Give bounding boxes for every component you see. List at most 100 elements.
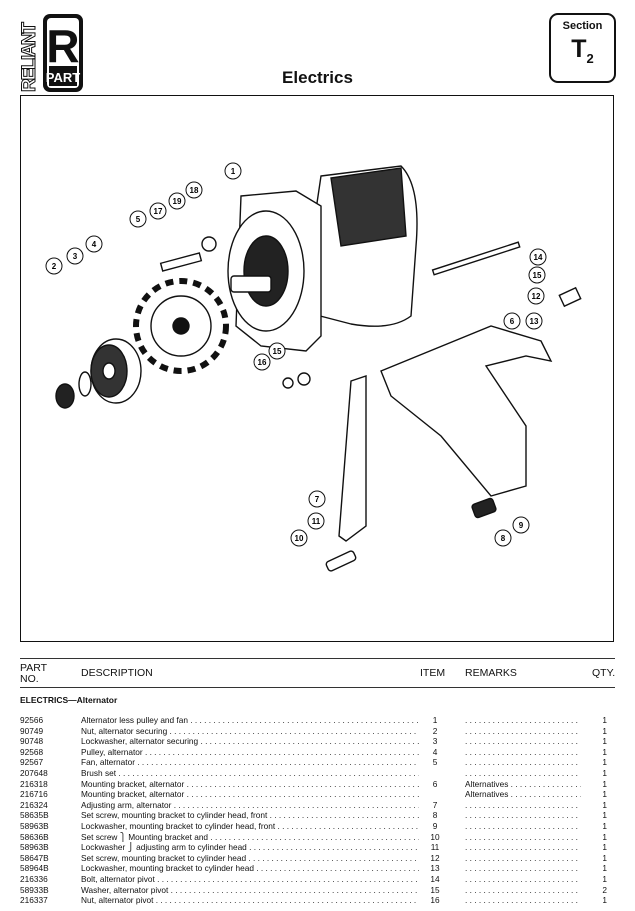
item-number: 1 <box>432 715 438 725</box>
description: Set screw, mounting bracket to cylinder … <box>81 810 419 821</box>
description: Pulley, alternator <box>81 747 419 758</box>
callout-15b: 15 <box>268 342 286 360</box>
remarks: Alternatives <box>465 779 581 790</box>
callout-15: 15 <box>528 266 546 284</box>
svg-text:6: 6 <box>510 317 515 326</box>
quantity: 1 <box>602 736 607 747</box>
part-number: 58647B <box>20 852 49 863</box>
remarks <box>465 821 581 832</box>
callout-9: 9 <box>512 516 530 534</box>
quantity: 1 <box>602 778 607 789</box>
svg-text:14: 14 <box>534 253 543 262</box>
quantity: 2 <box>602 884 607 895</box>
page-title: Electrics <box>282 68 353 87</box>
part-number: 216324 <box>20 799 48 810</box>
quantity: 1 <box>602 725 607 736</box>
part-number: 58635B <box>20 810 49 821</box>
section-badge: Section T2 <box>549 13 616 83</box>
description: Nut, alternator pivot <box>81 895 419 906</box>
quantity: 1 <box>602 842 607 853</box>
part-number: 90749 <box>20 725 44 736</box>
quantity: 1 <box>602 799 607 810</box>
table-row: 58963B Lockwasher ⎭ adjusting arm to cyli… <box>20 842 615 853</box>
part-number: 58636B <box>20 831 49 842</box>
quantity: 1 <box>602 863 607 874</box>
callout-1: 1 <box>224 162 242 180</box>
remarks <box>465 757 581 768</box>
description: Mounting bracket, alternator <box>81 779 419 790</box>
item-number: 8 <box>432 810 438 821</box>
quantity: 1 <box>602 831 607 842</box>
remarks <box>465 863 581 874</box>
item-number: 4 <box>432 746 438 757</box>
svg-text:18: 18 <box>190 186 199 195</box>
remarks <box>465 800 581 811</box>
callout-4: 4 <box>85 235 103 253</box>
item-number: 16 <box>430 895 440 906</box>
reliant-part-logo: RELIANT R PART <box>18 12 86 94</box>
part-number: 58963B <box>20 820 49 831</box>
callout-11: 11 <box>307 512 325 530</box>
header-description: DESCRIPTION <box>81 667 153 679</box>
description: Lockwasher, alternator securing <box>81 736 419 747</box>
svg-text:10: 10 <box>295 534 304 543</box>
item-number: 9 <box>432 820 438 831</box>
quantity: 1 <box>602 820 607 831</box>
quantity: 1 <box>602 810 607 821</box>
svg-text:15: 15 <box>533 271 542 280</box>
header-part-no: PART NO. <box>20 662 47 685</box>
description: Adjusting arm, alternator <box>81 800 419 811</box>
svg-text:RELIANT: RELIANT <box>19 22 40 92</box>
description: Lockwasher ⎭ adjusting arm to cylinder h… <box>81 842 419 853</box>
part-number: 216337 <box>20 895 48 906</box>
quantity: 1 <box>602 895 607 906</box>
part-number: 58964B <box>20 863 49 874</box>
svg-text:7: 7 <box>315 495 320 504</box>
svg-text:9: 9 <box>519 521 524 530</box>
exploded-diagram: 1 2 3 4 5 6 7 8 9 10 11 12 13 14 15 15 1… <box>20 95 614 642</box>
table-row: 58635B Set screw, mounting bracket to cyl… <box>20 810 615 821</box>
group-heading: ELECTRICS—Alternator <box>20 695 118 705</box>
description: Set screw ⎫ Mounting bracket and <box>81 832 419 843</box>
remarks: Alternatives <box>465 789 581 800</box>
item-number: 11 <box>430 842 440 853</box>
callout-10: 10 <box>290 529 308 547</box>
svg-text:8: 8 <box>501 534 506 543</box>
item-number: 2 <box>432 725 438 736</box>
quantity: 1 <box>602 852 607 863</box>
remarks <box>465 853 581 864</box>
quantity: 1 <box>602 789 607 800</box>
callouts: 1 2 3 4 5 6 7 8 9 10 11 12 13 14 15 15 1… <box>45 162 547 547</box>
quantity: 1 <box>602 715 607 725</box>
quantity: 1 <box>602 757 607 768</box>
description: Nut, alternator securing <box>81 726 419 737</box>
remarks <box>465 874 581 885</box>
item-number: 14 <box>430 873 440 884</box>
table-row: 58636B Set screw ⎫ Mounting bracket and 10… <box>20 832 615 843</box>
svg-text:11: 11 <box>312 517 321 526</box>
description: Lockwasher, mounting bracket to cylinder… <box>81 821 419 832</box>
remarks <box>465 842 581 853</box>
description: Fan, alternator <box>81 757 419 768</box>
quantity: 1 <box>602 873 607 884</box>
table-row: 216337 Nut, alternator pivot 16 1 <box>20 895 615 906</box>
callout-18: 18 <box>185 181 203 199</box>
svg-text:1: 1 <box>231 167 236 176</box>
remarks <box>465 726 581 737</box>
svg-text:5: 5 <box>136 215 141 224</box>
callout-16: 16 <box>253 353 271 371</box>
item-number: 12 <box>430 852 440 863</box>
part-number: 58963B <box>20 842 49 853</box>
callout-5: 5 <box>129 210 147 228</box>
quantity: 1 <box>602 767 607 778</box>
svg-text:3: 3 <box>73 252 78 261</box>
item-number: 10 <box>430 831 440 842</box>
callout-19: 19 <box>168 192 186 210</box>
